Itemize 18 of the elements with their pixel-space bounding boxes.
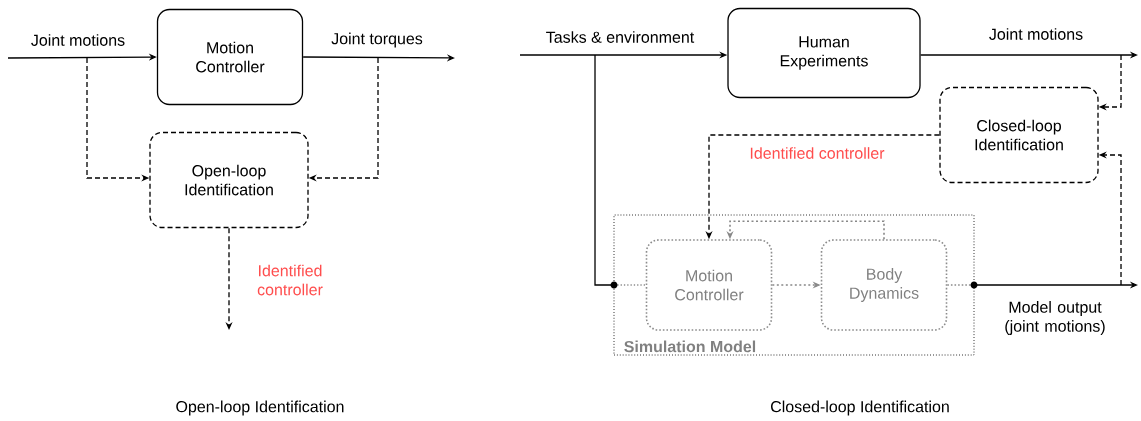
process-box: Body Dynamics bbox=[820, 239, 948, 331]
edge-label: Tasks & environment bbox=[546, 31, 695, 43]
edge-label: Joint motions bbox=[31, 34, 125, 46]
edge-label: Joint motions bbox=[989, 28, 1083, 40]
caption: Closed-loop Identification bbox=[771, 400, 949, 416]
identification-box: Open-loop Identification bbox=[149, 131, 309, 229]
identification-box: Closed-loop Identification bbox=[939, 86, 1099, 184]
edge-label: Joint torques bbox=[331, 32, 423, 48]
edge-label: Model output (joint motions) bbox=[1005, 301, 1105, 335]
group-title: Simulation Model bbox=[624, 340, 756, 353]
caption: Open-loop Identification bbox=[176, 400, 344, 416]
edge-label: Identified controller bbox=[750, 147, 885, 159]
group-frame bbox=[613, 214, 975, 356]
connector-line bbox=[594, 54, 647, 286]
process-box: Human Experiments bbox=[727, 7, 921, 99]
process-box: Motion Controller bbox=[645, 239, 773, 331]
process-box: Motion Controller bbox=[156, 8, 304, 106]
edge-label: Identified controller bbox=[257, 264, 323, 296]
